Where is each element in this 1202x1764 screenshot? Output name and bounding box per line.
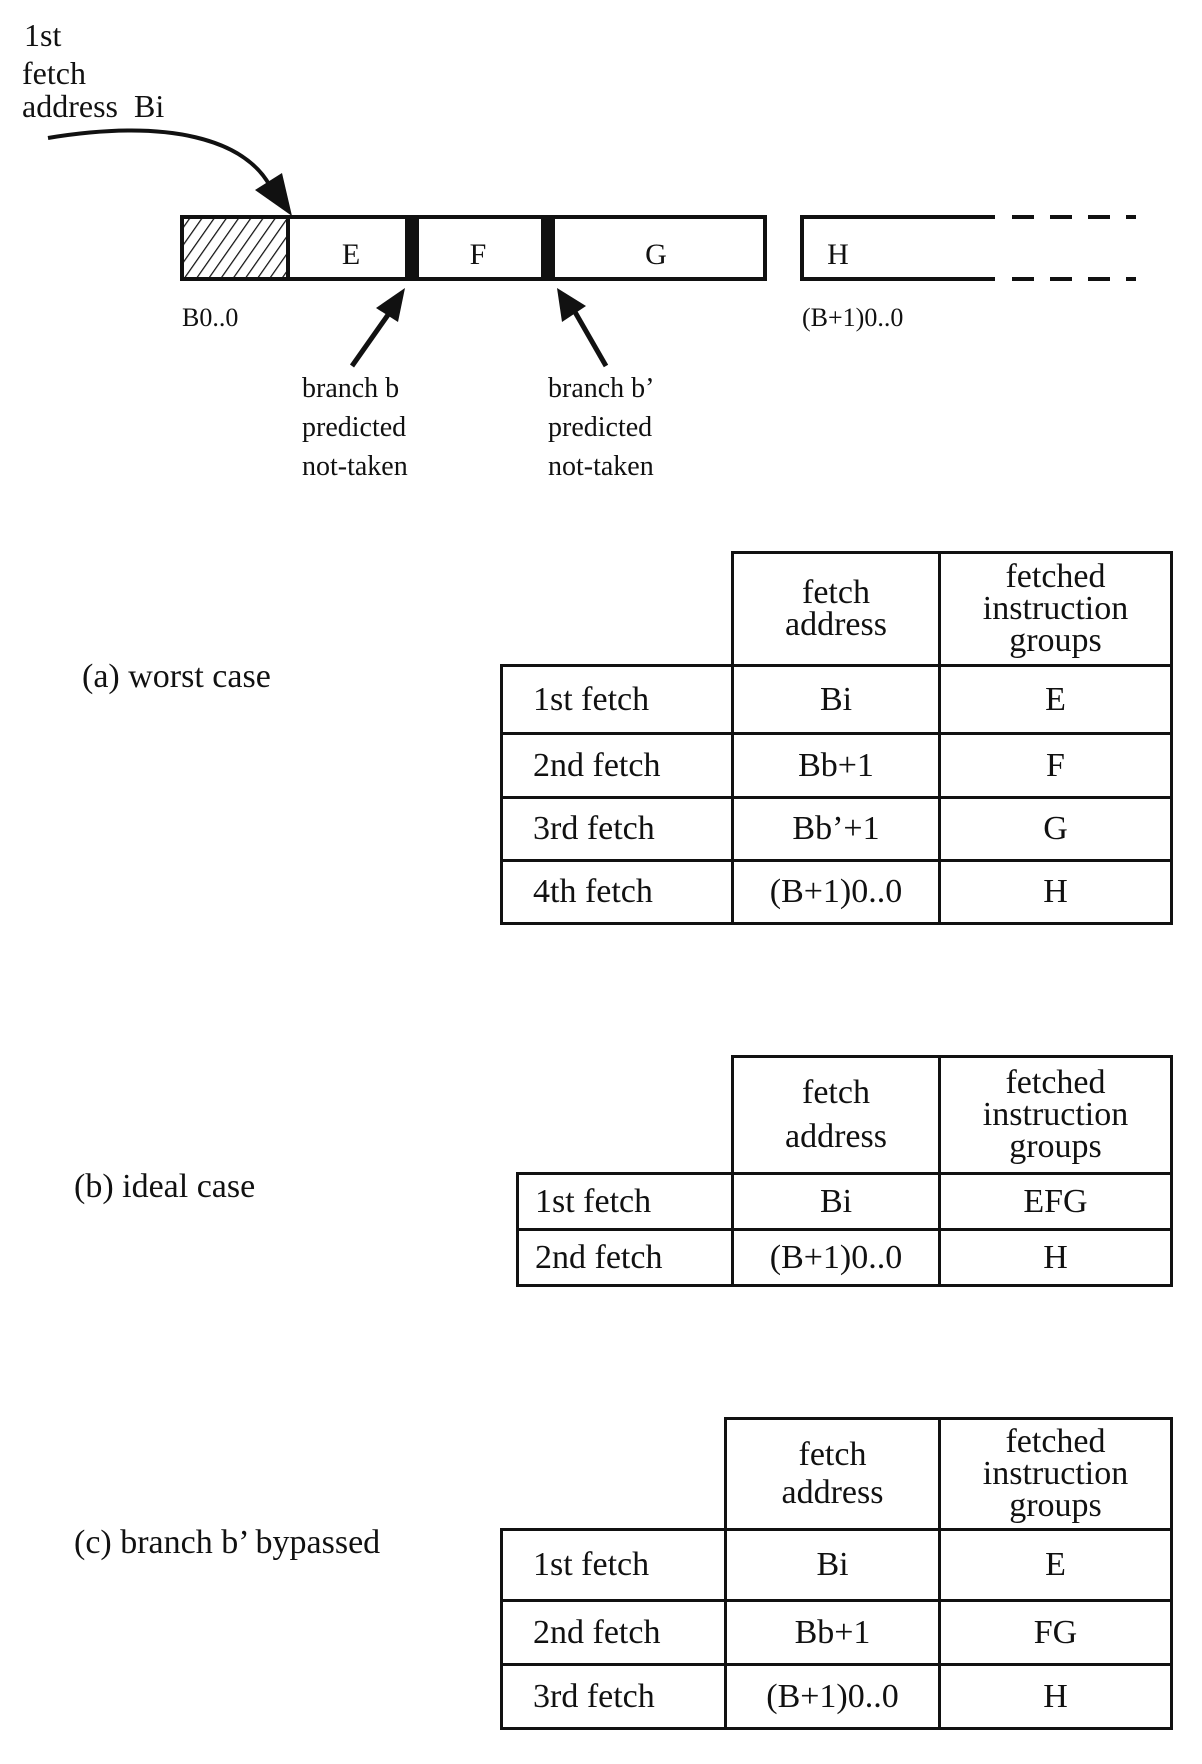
row-fetched-groups: F	[938, 732, 1173, 799]
branch-b-arrow	[349, 310, 393, 368]
row-fetch-label: 4th fetch	[500, 859, 734, 925]
table-row: 2nd fetch Bb+1 FG	[500, 1599, 1173, 1666]
address-b0-label: B0..0	[182, 303, 238, 332]
row-fetch-label: 2nd fetch	[500, 1599, 727, 1666]
row-fetch-label: 1st fetch	[500, 1528, 727, 1602]
fetch-address-header: fetch address	[731, 1055, 941, 1175]
table-corner	[517, 1056, 734, 1175]
row-fetch-label: 1st fetch	[516, 1172, 734, 1231]
fetched-groups-header: fetched instruction groups	[938, 551, 1173, 667]
branch-b-prime-marker	[541, 217, 555, 279]
worst-case-table: fetch address fetched instruction groups…	[500, 551, 1173, 925]
branch-b-prime-label-line3: not-taken	[548, 451, 654, 482]
table-row: 3rd fetch Bb’+1 G	[500, 796, 1173, 862]
block-e-label: E	[342, 238, 360, 271]
branch-b-label-line1: branch b	[302, 373, 399, 404]
first-fetch-label-line2: fetch	[22, 55, 86, 91]
row-fetch-address: Bi	[731, 664, 941, 735]
row-fetched-groups: H	[938, 1228, 1173, 1287]
row-fetch-address: Bb+1	[731, 732, 941, 799]
row-fetched-groups: G	[938, 796, 1173, 862]
branch-b-prime-arrowhead	[557, 288, 586, 322]
table-corner	[501, 1418, 727, 1531]
table-row: 1st fetch Bi EFG	[516, 1172, 1173, 1231]
table-row: 1st fetch Bi E	[500, 1528, 1173, 1602]
header-line: fetched	[1005, 558, 1106, 595]
header-line: address	[785, 1118, 887, 1155]
header-line: address	[785, 606, 887, 643]
first-fetch-arrow	[47, 128, 272, 187]
header-line: fetch	[798, 1436, 867, 1473]
branch-b-prime-label-line1: branch b’	[548, 373, 655, 404]
row-fetched-groups: H	[938, 1663, 1173, 1730]
table-row: 4th fetch (B+1)0..0 H	[500, 859, 1173, 925]
table-row: 3rd fetch (B+1)0..0 H	[500, 1663, 1173, 1730]
table-header-row: fetch address fetched instruction groups	[501, 551, 1173, 667]
branch-b-prime-label-line2: predicted	[548, 412, 652, 443]
branch-b-label-line3: not-taken	[302, 451, 408, 482]
branch-b-arrowhead	[376, 288, 405, 322]
row-fetch-label: 1st fetch	[500, 664, 734, 735]
block-h	[800, 215, 1136, 281]
row-fetch-address: (B+1)0..0	[731, 1228, 941, 1287]
branch-b-marker	[405, 217, 419, 279]
header-line: groups	[1009, 1487, 1102, 1524]
fetch-address-header: fetch address	[731, 551, 941, 667]
first-fetch-label-line1: 1st	[24, 17, 61, 53]
table-row: 2nd fetch (B+1)0..0 H	[516, 1228, 1173, 1287]
row-fetched-groups: E	[938, 1528, 1173, 1602]
row-fetch-address: Bi	[731, 1172, 941, 1231]
row-fetch-address: Bb’+1	[731, 796, 941, 862]
instruction-block-diagram: 1st fetch address Bi E F G H B0..0 (B+1)…	[22, 17, 1136, 482]
branch-b-prime-arrow	[572, 310, 609, 368]
worst-case-label: (a) worst case	[82, 658, 271, 695]
table-header-row: fetch address fetched instruction groups	[501, 1417, 1173, 1531]
header-line: fetch	[802, 1074, 870, 1111]
first-fetch-label-line3: address Bi	[22, 88, 164, 124]
row-fetch-label: 3rd fetch	[500, 796, 734, 862]
header-line: fetched	[1005, 1423, 1106, 1460]
row-fetch-address: Bb+1	[724, 1599, 941, 1666]
first-fetch-arrowhead	[255, 173, 292, 216]
address-b1-label: (B+1)0..0	[802, 303, 903, 332]
row-fetch-address: (B+1)0..0	[724, 1663, 941, 1730]
fetch-address-header: fetch address	[724, 1417, 941, 1531]
header-line: instruction	[982, 1096, 1129, 1133]
block-efg-outline	[286, 215, 767, 281]
table-header-row: fetch address fetched instruction groups	[517, 1055, 1173, 1175]
header-line: fetch	[802, 574, 870, 611]
hatched-prefix-block	[180, 215, 290, 281]
row-fetch-label: 2nd fetch	[500, 732, 734, 799]
row-fetched-groups: H	[938, 859, 1173, 925]
table-row: 2nd fetch Bb+1 F	[500, 732, 1173, 799]
table-row: 1st fetch Bi E	[500, 664, 1173, 735]
row-fetch-address: Bi	[724, 1528, 941, 1602]
table-corner	[501, 552, 734, 667]
fetched-groups-header: fetched instruction groups	[938, 1055, 1173, 1175]
bypassed-case-label: (c) branch b’ bypassed	[74, 1524, 381, 1561]
fetched-groups-header: fetched instruction groups	[938, 1417, 1173, 1531]
branch-b-label-line2: predicted	[302, 412, 406, 443]
header-line: fetched	[1005, 1064, 1106, 1101]
header-line: address	[781, 1474, 884, 1511]
ideal-case-label: (b) ideal case	[74, 1168, 256, 1205]
block-g-label: G	[645, 238, 667, 271]
row-fetched-groups: E	[938, 664, 1173, 735]
block-h-label: H	[827, 238, 849, 271]
block-f-label: F	[470, 238, 487, 271]
row-fetched-groups: FG	[938, 1599, 1173, 1666]
row-fetched-groups: EFG	[938, 1172, 1173, 1231]
row-fetch-label: 3rd fetch	[500, 1663, 727, 1730]
header-line: instruction	[982, 590, 1129, 627]
ideal-case-table: fetch address fetched instruction groups…	[516, 1055, 1173, 1287]
header-line: groups	[1009, 1128, 1102, 1165]
header-line: groups	[1009, 622, 1102, 659]
row-fetch-label: 2nd fetch	[516, 1228, 734, 1287]
row-fetch-address: (B+1)0..0	[731, 859, 941, 925]
bypassed-case-table: fetch address fetched instruction groups…	[500, 1417, 1173, 1730]
header-line: instruction	[982, 1455, 1129, 1492]
